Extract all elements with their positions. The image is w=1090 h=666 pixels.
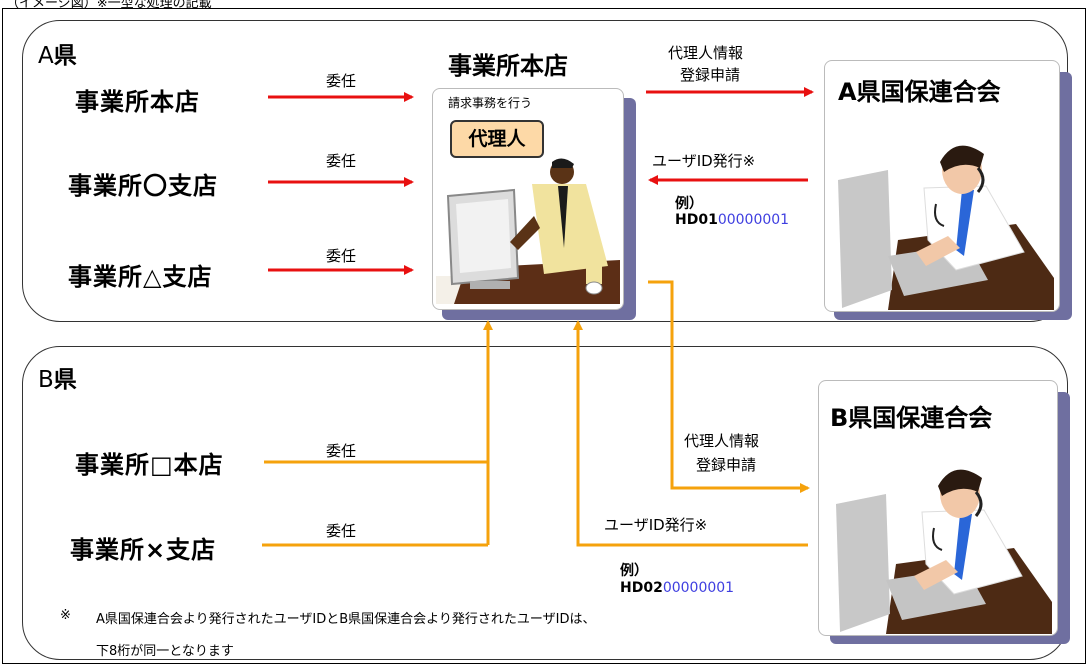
- office-b-1: 事業所□本店: [75, 451, 224, 479]
- office-a-3: 事業所△支店: [68, 263, 213, 291]
- office-b-2: 事業所×支店: [70, 536, 217, 564]
- assoc-b-example-id: HD0200000001: [620, 580, 734, 596]
- head-office-subtitle: 請求事務を行う: [448, 96, 533, 110]
- delegate-label-a-3: 委任: [326, 247, 357, 265]
- assoc-a-request-line2: 登録申請: [680, 66, 741, 84]
- region-a-letter: A: [38, 43, 54, 69]
- outer-frame: [2, 8, 1086, 664]
- office-a-1: 事業所本店: [75, 88, 200, 116]
- region-b-letter: B: [38, 367, 54, 393]
- page-header: （イメージ図）※一型な処理の記載: [6, 0, 212, 11]
- footnote-line1: A県国保連合会より発行されたユーザIDとB県国保連合会より発行されたユーザIDは…: [96, 612, 596, 627]
- call-center-operator-b-illustration-icon: [836, 469, 1052, 634]
- assoc-b-example-prefix: HD02: [620, 580, 663, 596]
- delegate-label-b-1: 委任: [326, 442, 357, 460]
- footnote-mark: ※: [60, 608, 71, 623]
- assoc-b-example-label: 例）: [620, 563, 648, 579]
- footnote-line2: 下8桁が同一となります: [96, 644, 234, 659]
- delegate-label-a-2: 委任: [326, 152, 357, 170]
- delegate-label-b-2: 委任: [326, 522, 357, 540]
- region-b-label: B県: [38, 360, 77, 394]
- call-center-operator-a-illustration-icon: [838, 145, 1054, 310]
- assoc-a-name: A県国保連合会: [838, 78, 1001, 106]
- assoc-a-issue-label: ユーザID発行※: [652, 152, 756, 170]
- assoc-a-request-line1: 代理人情報: [668, 44, 744, 62]
- delegate-label-a-1: 委任: [326, 72, 357, 90]
- region-a-label: A県: [38, 36, 77, 70]
- region-b-suffix: 県: [53, 367, 77, 393]
- region-a-suffix: 県: [53, 43, 77, 69]
- assoc-a-example-id: HD0100000001: [675, 212, 789, 228]
- assoc-b-request-line1: 代理人情報: [684, 432, 760, 450]
- assoc-b-request-line2: 登録申請: [696, 456, 757, 474]
- assoc-a-example-label: 例）: [675, 196, 703, 212]
- head-office-title: 事業所本店: [448, 52, 568, 80]
- assoc-b-issue-label: ユーザID発行※: [604, 516, 708, 534]
- computer-user-illustration-icon: [436, 158, 620, 304]
- assoc-a-example-prefix: HD01: [675, 212, 718, 228]
- assoc-a-example-suffix: 00000001: [717, 212, 790, 228]
- agent-badge: 代理人: [450, 120, 544, 158]
- assoc-b-example-suffix: 00000001: [662, 580, 735, 596]
- assoc-b-name: B県国保連合会: [830, 404, 993, 432]
- office-a-2: 事業所〇支店: [68, 172, 218, 200]
